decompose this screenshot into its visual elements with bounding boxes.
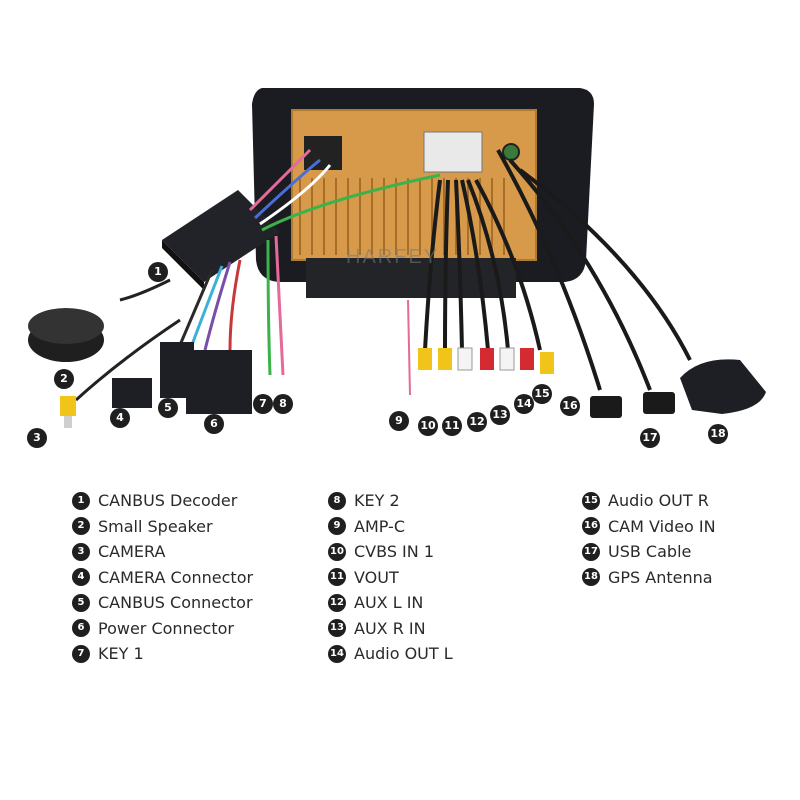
legend-item: 12 AUX L IN [328, 590, 453, 616]
legend-number: 14 [328, 644, 346, 663]
legend-number: 8 [328, 491, 346, 510]
legend-number: 4 [72, 568, 90, 587]
legend-number: 16 [582, 517, 600, 536]
callout-3: 3 [27, 428, 47, 448]
legend-column-3: 15 Audio OUT R 16 CAM Video IN 17 USB Cable… [582, 488, 716, 590]
legend-number: 11 [328, 568, 346, 587]
legend-number: 9 [328, 517, 346, 536]
legend-column-1: 1 CANBUS Decoder 2 Small Speaker 3 CAMERA 4… [72, 488, 253, 667]
small-speaker [28, 308, 104, 362]
legend-label: CVBS IN 1 [354, 542, 435, 562]
legend-item: 15 Audio OUT R [582, 488, 716, 514]
callout-11: 11 [442, 416, 462, 436]
legend-item: 8 KEY 2 [328, 488, 453, 514]
legend-item: 11 VOUT [328, 565, 453, 591]
legend-number: 2 [72, 517, 90, 536]
watermark: HARFEY [346, 246, 440, 268]
legend-label: Audio OUT L [354, 644, 453, 664]
callout-7: 7 [253, 394, 273, 414]
legend-label: CANBUS Decoder [98, 491, 238, 511]
gps-antenna [680, 359, 766, 414]
callout-4: 4 [110, 408, 130, 428]
legend-item: 13 AUX R IN [328, 616, 453, 642]
legend-label: USB Cable [608, 542, 692, 562]
legend-label: VOUT [354, 567, 399, 587]
legend-item: 7 KEY 1 [72, 641, 253, 667]
legend-number: 6 [72, 619, 90, 638]
canbus-decoder-box [162, 190, 280, 290]
usb-plugs [590, 392, 675, 418]
legend-number: 7 [72, 644, 90, 663]
legend-item: 9 AMP-C [328, 514, 453, 540]
parts-legend: 1 CANBUS Decoder 2 Small Speaker 3 CAMERA 4… [72, 488, 772, 668]
callout-2: 2 [54, 369, 74, 389]
callout-10: 10 [418, 416, 438, 436]
legend-number: 18 [582, 568, 600, 587]
legend-label: CAMERA Connector [98, 567, 254, 587]
legend-number: 3 [72, 542, 90, 561]
camera-plug [60, 396, 76, 428]
legend-item: 4 CAMERA Connector [72, 565, 253, 591]
callout-5: 5 [158, 398, 178, 418]
harness-wires [74, 148, 692, 402]
legend-label: AMP-C [354, 516, 405, 536]
legend-label: Small Speaker [98, 516, 213, 536]
legend-number: 15 [582, 491, 600, 510]
legend-number: 10 [328, 542, 346, 561]
callout-8: 8 [273, 394, 293, 414]
legend-label: KEY 1 [98, 644, 144, 664]
connectors [112, 342, 252, 414]
legend-label: CAM Video IN [608, 516, 716, 536]
legend-number: 12 [328, 593, 346, 612]
legend-label: Power Connector [98, 618, 234, 638]
wiring-harness-illustration [28, 88, 766, 428]
legend-item: 2 Small Speaker [72, 514, 253, 540]
callout-16: 16 [560, 396, 580, 416]
legend-item: 6 Power Connector [72, 616, 253, 642]
legend-label: CANBUS Connector [98, 593, 253, 613]
legend-item: 10 CVBS IN 1 [328, 539, 453, 565]
legend-number: 5 [72, 593, 90, 612]
callout-6: 6 [204, 414, 224, 434]
legend-label: GPS Antenna [608, 567, 713, 587]
callout-18: 18 [708, 424, 728, 444]
legend-number: 1 [72, 491, 90, 510]
legend-label: AUX R IN [354, 618, 426, 638]
legend-item: 17 USB Cable [582, 539, 716, 565]
legend-item: 1 CANBUS Decoder [72, 488, 253, 514]
product-photo: HARFEY 1 2 3 4 5 6 7 8 9 10 11 12 13 14 … [27, 88, 766, 448]
callout-9: 9 [389, 411, 409, 431]
legend-item: 5 CANBUS Connector [72, 590, 253, 616]
legend-label: AUX L IN [354, 593, 424, 613]
legend-item: 3 CAMERA [72, 539, 253, 565]
legend-item: 18 GPS Antenna [582, 565, 716, 591]
legend-number: 17 [582, 542, 600, 561]
rca-plugs [418, 347, 554, 374]
legend-item: 14 Audio OUT L [328, 641, 453, 667]
callout-12: 12 [467, 412, 487, 432]
legend-item: 16 CAM Video IN [582, 514, 716, 540]
callout-13: 13 [490, 405, 510, 425]
callout-14: 14 [514, 394, 534, 414]
callout-15: 15 [532, 384, 552, 404]
callout-17: 17 [640, 428, 660, 448]
legend-label: CAMERA [98, 542, 166, 562]
legend-number: 13 [328, 619, 346, 638]
callout-1: 1 [148, 262, 168, 282]
legend-column-2: 8 KEY 2 9 AMP-C 10 CVBS IN 1 11 VOUT 12 AUX L… [328, 488, 453, 667]
legend-label: Audio OUT R [608, 491, 709, 511]
legend-label: KEY 2 [354, 491, 400, 511]
head-unit [252, 88, 594, 298]
